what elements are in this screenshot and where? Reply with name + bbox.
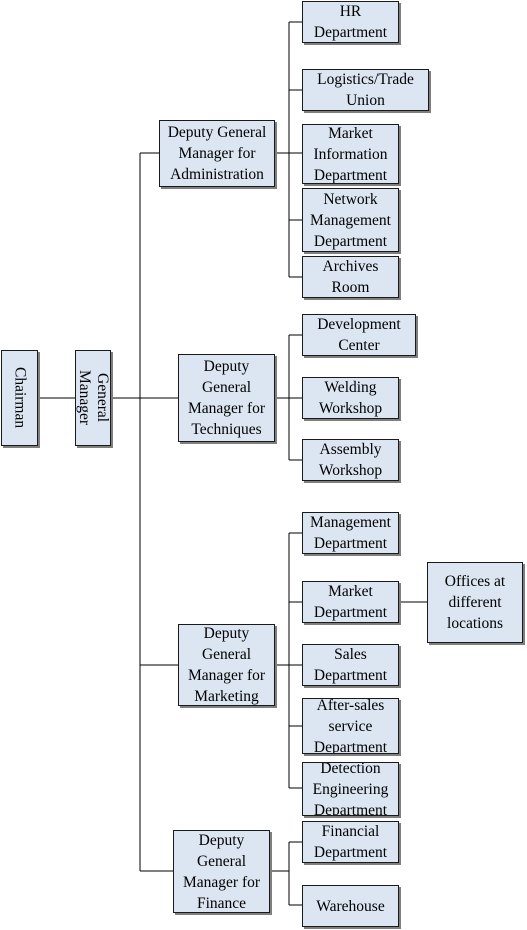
dept-welding-workshop-node: Welding Workshop: [302, 377, 399, 419]
deputy-finance-node: Deputy General Manager for Finance: [173, 830, 270, 913]
dept-assembly-workshop-node: Assembly Workshop: [302, 439, 399, 481]
dept-detection-engineering-node: Detection Engineering Department: [302, 762, 399, 816]
dept-management-node: Management Department: [302, 512, 399, 554]
dept-market-node: Market Department: [302, 581, 399, 623]
dept-logistics-node: Logistics/Trade Union: [302, 69, 429, 111]
dept-after-sales-node: After-sales service Department: [302, 698, 399, 754]
dept-market-information-node: Market Information Department: [302, 124, 399, 184]
dept-archives-node: Archives Room: [302, 256, 399, 298]
dept-development-center-node: Development Center: [302, 314, 416, 356]
general-manager-node: General Manager: [75, 350, 111, 446]
dept-sales-node: Sales Department: [302, 644, 399, 686]
dept-hr-node: HR Department: [302, 1, 399, 43]
dept-warehouse-node: Warehouse: [302, 885, 399, 927]
dept-network-management-node: Network Management Department: [302, 188, 399, 252]
deputy-marketing-node: Deputy General Manager for Marketing: [178, 624, 275, 706]
deputy-techniques-node: Deputy General Manager for Techniques: [178, 354, 275, 442]
deputy-administration-node: Deputy General Manager for Administratio…: [159, 120, 275, 187]
dept-financial-node: Financial Department: [302, 821, 399, 863]
chairman-node: Chairman: [1, 350, 38, 446]
offices-different-locations-node: Offices at different locations: [427, 562, 523, 643]
